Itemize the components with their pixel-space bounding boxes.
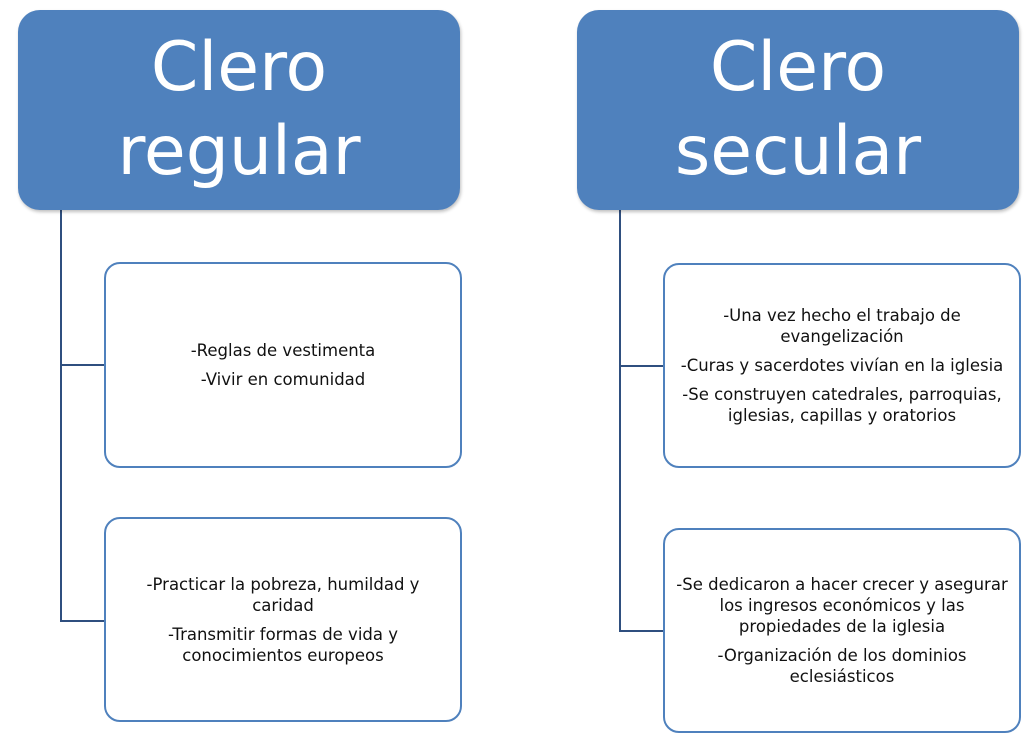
clero-regular-header: Clero regular [18,10,460,210]
clero-secular-header: Clero secular [577,10,1019,210]
clero-secular-box-2-item: -Se dedicaron a hacer crecer y asegurar … [676,575,1008,636]
clero-regular-box-2-item: -Practicar la pobreza, humildad y carida… [146,574,420,615]
clero-secular-box-2: -Se dedicaron a hacer crecer y asegurar … [663,528,1021,733]
clero-regular-title-line-1: Clero [150,28,328,107]
clero-secular-box-1-item: -Una vez hecho el trabajo de evangelizac… [723,306,961,346]
clero-secular-box-1: -Una vez hecho el trabajo de evangelizac… [663,263,1021,468]
left-connector-branch-2 [60,620,106,622]
right-connector-branch-1 [619,365,665,367]
clero-regular-title-line-2: regular [117,112,361,191]
clero-secular-title-line-2: secular [674,112,922,191]
clero-regular-box-2-item: -Transmitir formas de vida y conocimient… [167,624,399,665]
clero-secular-box-1-item: -Se construyen catedrales, parroquias, i… [682,385,1002,425]
clero-secular-box-2-item: -Organización de los dominios eclesiásti… [717,646,967,686]
left-connector-vertical [60,208,62,622]
right-connector-branch-2 [619,630,665,632]
clero-regular-box-1: -Reglas de vestimenta -Vivir en comunida… [104,262,462,468]
left-connector-branch-1 [60,364,106,366]
right-connector-vertical [619,208,621,632]
clero-regular-box-1-item: -Reglas de vestimenta [190,341,376,360]
clero-secular-box-1-item: -Curas y sacerdotes vivían en la iglesia [680,356,1004,375]
clero-regular-box-2: -Practicar la pobreza, humildad y carida… [104,517,462,722]
clero-regular-box-1-item: -Vivir en comunidad [200,370,366,389]
clero-secular-title-line-1: Clero [709,28,887,107]
